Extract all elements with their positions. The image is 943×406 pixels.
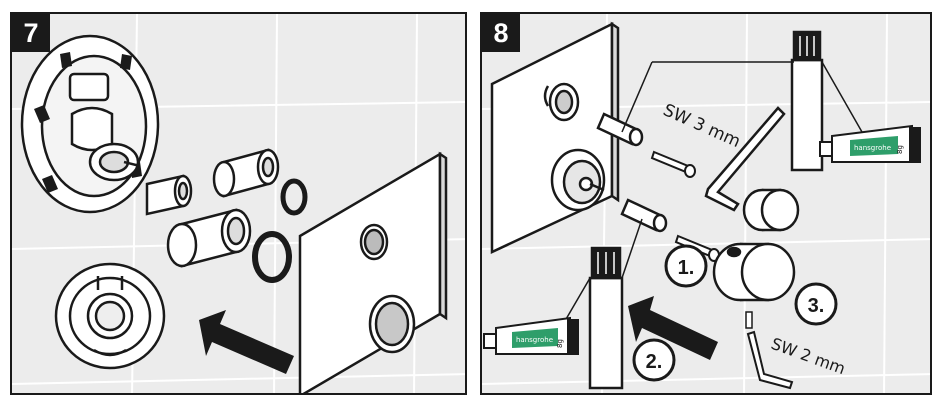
extension-pin-upper [596,112,644,147]
tube-size-label: 8g [896,145,904,154]
tube-brand-label: hansgrohe [516,336,553,344]
push-direction-arrow [628,296,718,360]
svg-text:1.: 1. [678,257,695,279]
step-7-panel: 7 [10,12,467,395]
grease-tube-lower-left [483,316,579,355]
extension-sleeve-small [145,174,193,216]
extension-sleeve-upper [212,148,280,198]
handle-cap [742,188,800,232]
step-number-badge: 8 [482,14,520,52]
wrench-small-label: SW 2 mm [769,334,848,378]
o-ring-small [280,178,308,216]
rosette-detail [54,262,166,370]
hex-wrench-small [746,330,794,390]
svg-text:3.: 3. [808,295,825,317]
svg-text:2.: 2. [646,351,663,373]
set-screw [745,311,753,329]
extension-sleeve-large [166,208,252,268]
tube-brand-label: hansgrohe [854,144,891,152]
grease-tube-lower-upright [588,246,624,390]
tube-size-label: 8g [556,339,564,348]
grease-tube-right [819,124,921,163]
extension-pin-lower [620,198,668,233]
step-number-badge: 7 [12,14,50,52]
step-7-illustration [20,34,448,393]
valve-mounting-plate [20,34,160,214]
square-cover-plate [298,151,448,393]
installed-cover-plate [490,21,620,254]
push-direction-arrow [199,310,294,374]
hex-wrench-large [704,106,786,212]
step-8-panel: 8 [480,12,932,395]
wrench-large-label: SW 3 mm [660,100,743,152]
callout-1: 1. [664,244,708,288]
grease-tube-upright [790,30,824,172]
handle-knob [712,242,796,302]
callout-3: 3. [794,282,838,326]
callout-2: 2. [632,338,676,382]
o-ring-large [252,231,292,283]
screw-upper [650,150,696,178]
step-8-illustration: SW 3 mm hansgrohe 8g [483,21,921,390]
